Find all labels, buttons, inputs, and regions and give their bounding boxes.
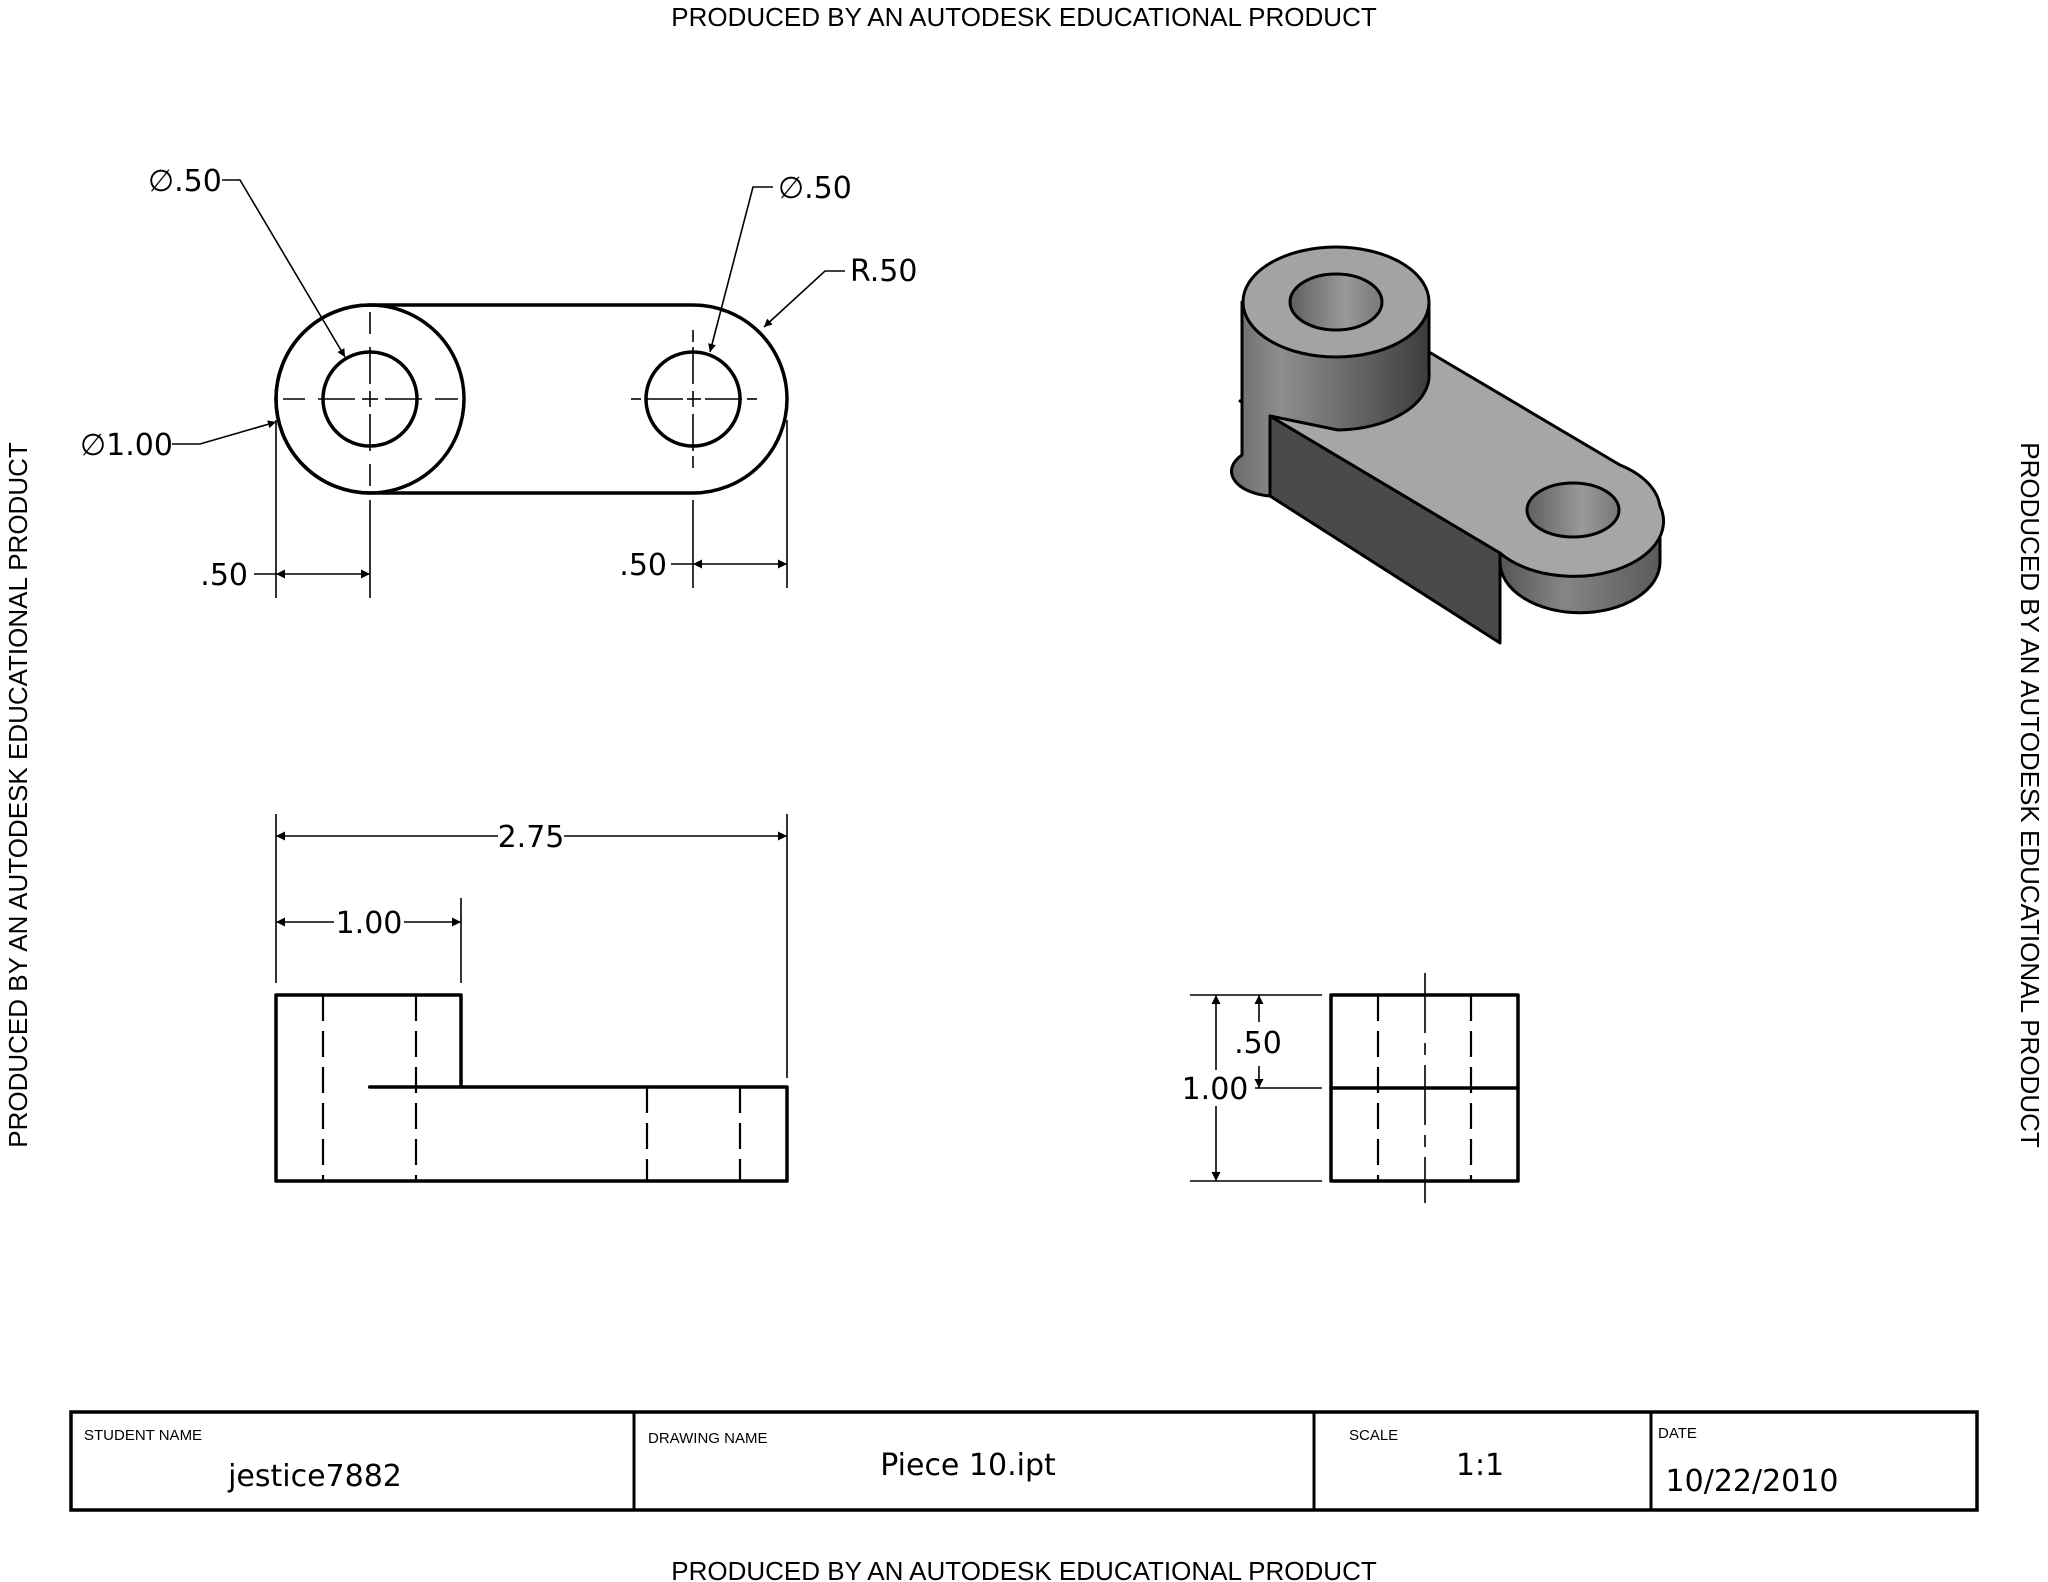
top-view-extension-lines bbox=[275, 420, 788, 598]
student-name-value: jestice7882 bbox=[227, 1459, 402, 1494]
watermark-top: PRODUCED BY AN AUTODESK EDUCATIONAL PROD… bbox=[671, 2, 1377, 32]
iso-boss-hole bbox=[1288, 272, 1384, 332]
dim-overall-height: 1.00 bbox=[1182, 1072, 1249, 1107]
drawing-name-value: Piece 10.ipt bbox=[880, 1448, 1056, 1483]
left-boss-circle bbox=[274, 303, 466, 495]
leader-left-hole bbox=[222, 179, 346, 358]
dim-overall-length: 2.75 bbox=[498, 820, 565, 855]
date-value: 10/22/2010 bbox=[1666, 1464, 1839, 1499]
dim-boss-width: 1.00 bbox=[336, 906, 403, 941]
side-view: 1.00 .50 bbox=[1182, 973, 1520, 1203]
dim-right-hole-diameter: ∅.50 bbox=[778, 171, 852, 206]
scale-value: 1:1 bbox=[1456, 1448, 1504, 1483]
dim-tab-thickness: .50 bbox=[1234, 1026, 1282, 1061]
front-view-extension-lines bbox=[275, 814, 788, 1078]
title-block: STUDENT NAME jestice7882 DRAWING NAME Pi… bbox=[69, 1410, 1979, 1512]
dim-left-offset: .50 bbox=[200, 558, 248, 593]
dim-left-hole-diameter: ∅.50 bbox=[148, 164, 222, 199]
leader-right-hole bbox=[708, 186, 773, 353]
center-marks bbox=[283, 312, 757, 486]
front-view-outline bbox=[274, 993, 789, 1183]
leader-boss-diameter bbox=[172, 420, 277, 445]
student-name-label: STUDENT NAME bbox=[84, 1427, 202, 1444]
iso-end-hole bbox=[1525, 481, 1621, 539]
dim-right-offset: .50 bbox=[619, 548, 667, 583]
watermark-bottom: PRODUCED BY AN AUTODESK EDUCATIONAL PROD… bbox=[671, 1556, 1377, 1582]
watermark-right: PRODUCED BY AN AUTODESK EDUCATIONAL PROD… bbox=[2015, 442, 2045, 1148]
leader-radius bbox=[763, 270, 845, 328]
top-view: ∅.50 ∅.50 R.50 ∅1.00 .50 .50 bbox=[80, 164, 918, 598]
front-view-hidden-lines bbox=[321, 995, 742, 1181]
date-label: DATE bbox=[1658, 1425, 1697, 1442]
side-view-hidden-lines bbox=[1376, 995, 1473, 1181]
isometric-view bbox=[1230, 245, 1666, 645]
front-view: 2.75 1.00 bbox=[274, 814, 789, 1183]
watermark-left: PRODUCED BY AN AUTODESK EDUCATIONAL PROD… bbox=[3, 442, 33, 1148]
scale-label: SCALE bbox=[1349, 1427, 1398, 1444]
dim-boss-diameter: ∅1.00 bbox=[80, 428, 173, 463]
drawing-name-label: DRAWING NAME bbox=[648, 1430, 767, 1447]
dim-radius: R.50 bbox=[850, 254, 918, 289]
